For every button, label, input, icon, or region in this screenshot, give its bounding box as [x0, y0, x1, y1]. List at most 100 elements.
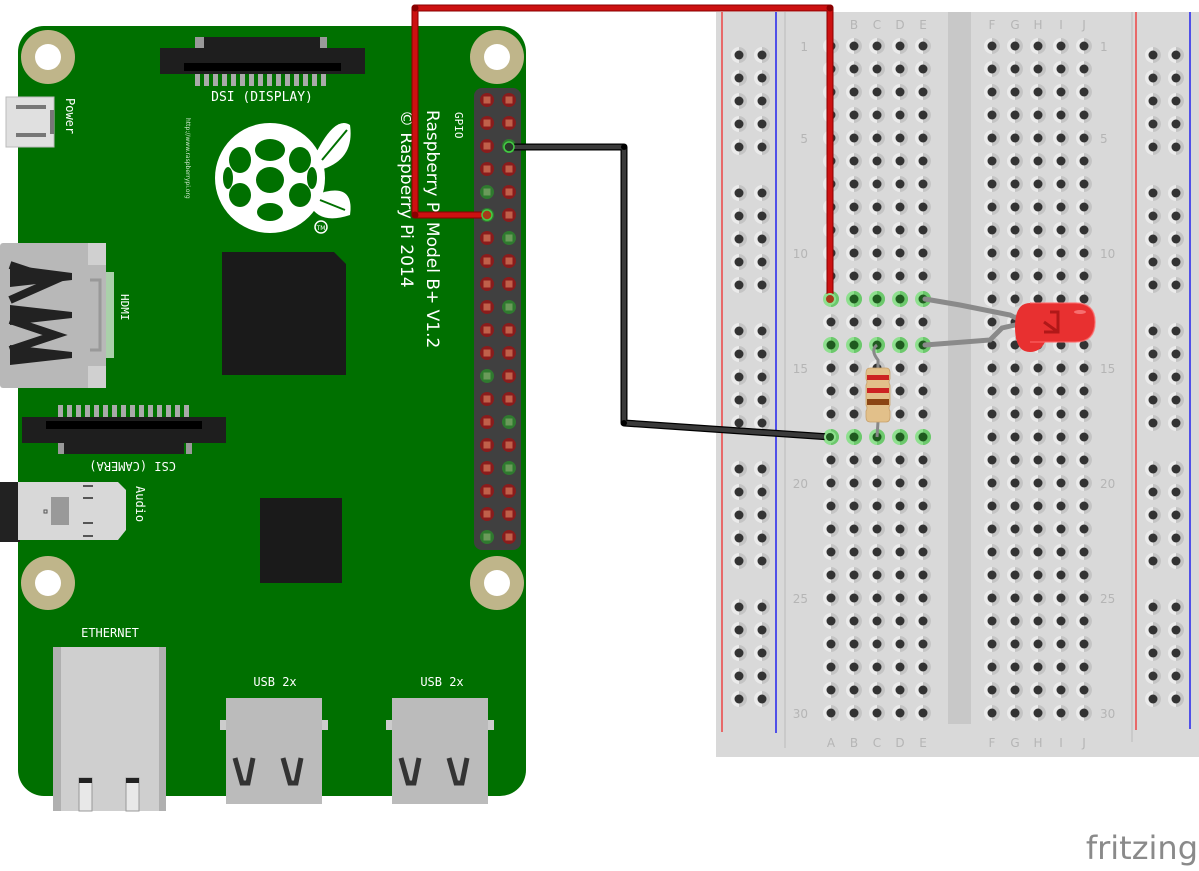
breadboard-hole[interactable]	[1007, 521, 1023, 537]
breadboard-hole[interactable]	[1007, 429, 1023, 445]
breadboard-hole[interactable]	[1076, 498, 1092, 514]
rail-hole[interactable]	[731, 139, 747, 155]
rail-hole[interactable]	[754, 254, 770, 270]
rail-hole[interactable]	[1168, 116, 1184, 132]
rail-hole[interactable]	[731, 231, 747, 247]
breadboard-hole[interactable]	[892, 222, 908, 238]
breadboard-hole[interactable]	[1053, 153, 1069, 169]
rail-hole[interactable]	[731, 599, 747, 615]
rail-hole[interactable]	[1168, 461, 1184, 477]
gpio-pin[interactable]	[502, 392, 516, 406]
breadboard-hole[interactable]	[1007, 199, 1023, 215]
rail-hole[interactable]	[1145, 185, 1161, 201]
breadboard-hole[interactable]	[869, 268, 885, 284]
breadboard-hole[interactable]	[1030, 521, 1046, 537]
breadboard-hole[interactable]	[1007, 107, 1023, 123]
breadboard-hole[interactable]	[984, 383, 1000, 399]
breadboard-hole[interactable]	[846, 590, 862, 606]
breadboard-hole[interactable]	[823, 406, 839, 422]
rail-hole[interactable]	[754, 70, 770, 86]
rail-hole[interactable]	[731, 208, 747, 224]
rail-hole[interactable]	[1168, 691, 1184, 707]
breadboard-hole[interactable]	[869, 590, 885, 606]
breadboard-hole[interactable]	[869, 682, 885, 698]
breadboard-hole[interactable]	[892, 291, 908, 307]
breadboard-hole[interactable]	[892, 153, 908, 169]
breadboard-hole[interactable]	[1030, 176, 1046, 192]
breadboard-hole[interactable]	[846, 38, 862, 54]
breadboard-hole[interactable]	[823, 521, 839, 537]
gpio-ground-pin[interactable]	[480, 369, 494, 383]
breadboard-hole[interactable]	[915, 429, 931, 445]
breadboard-hole[interactable]	[1007, 567, 1023, 583]
breadboard-hole[interactable]	[984, 268, 1000, 284]
breadboard-hole[interactable]	[1030, 268, 1046, 284]
breadboard-hole[interactable]	[984, 682, 1000, 698]
breadboard-hole[interactable]	[915, 452, 931, 468]
breadboard-hole[interactable]	[869, 107, 885, 123]
breadboard-hole[interactable]	[915, 84, 931, 100]
breadboard-hole[interactable]	[1076, 268, 1092, 284]
gpio-pin[interactable]	[480, 415, 494, 429]
breadboard-hole[interactable]	[846, 498, 862, 514]
rail-hole[interactable]	[754, 461, 770, 477]
breadboard-hole[interactable]	[1076, 38, 1092, 54]
breadboard-hole[interactable]	[915, 107, 931, 123]
breadboard-hole[interactable]	[846, 682, 862, 698]
breadboard-hole[interactable]	[892, 452, 908, 468]
breadboard-hole[interactable]	[1053, 452, 1069, 468]
breadboard-hole[interactable]	[1053, 199, 1069, 215]
gpio-pin[interactable]	[502, 185, 516, 199]
gpio-pin[interactable]	[480, 231, 494, 245]
breadboard-hole[interactable]	[1076, 176, 1092, 192]
breadboard-hole[interactable]	[1007, 452, 1023, 468]
breadboard-hole[interactable]	[984, 452, 1000, 468]
breadboard-hole[interactable]	[1007, 222, 1023, 238]
rail-hole[interactable]	[731, 93, 747, 109]
breadboard-hole[interactable]	[823, 659, 839, 675]
breadboard-hole[interactable]	[823, 613, 839, 629]
rail-hole[interactable]	[731, 369, 747, 385]
breadboard-hole[interactable]	[1076, 705, 1092, 721]
breadboard-hole[interactable]	[1053, 659, 1069, 675]
breadboard-hole[interactable]	[1007, 383, 1023, 399]
breadboard-hole[interactable]	[1030, 613, 1046, 629]
gpio-pin[interactable]	[480, 116, 494, 130]
breadboard-hole[interactable]	[892, 176, 908, 192]
breadboard-hole[interactable]	[892, 590, 908, 606]
breadboard-hole[interactable]	[1007, 38, 1023, 54]
breadboard-hole[interactable]	[1007, 360, 1023, 376]
breadboard-hole[interactable]	[915, 521, 931, 537]
rail-hole[interactable]	[731, 185, 747, 201]
gpio-pin[interactable]	[502, 507, 516, 521]
breadboard-hole[interactable]	[1076, 84, 1092, 100]
breadboard-hole[interactable]	[1030, 636, 1046, 652]
breadboard-hole[interactable]	[823, 452, 839, 468]
breadboard-hole[interactable]	[1076, 475, 1092, 491]
breadboard-hole[interactable]	[915, 38, 931, 54]
rail-hole[interactable]	[731, 461, 747, 477]
breadboard-hole[interactable]	[984, 544, 1000, 560]
breadboard-hole[interactable]	[869, 153, 885, 169]
red-led[interactable]	[922, 296, 1096, 352]
rail-hole[interactable]	[1168, 622, 1184, 638]
breadboard-hole[interactable]	[1030, 429, 1046, 445]
breadboard-hole[interactable]	[869, 659, 885, 675]
breadboard-hole[interactable]	[1030, 84, 1046, 100]
breadboard-hole[interactable]	[1053, 38, 1069, 54]
breadboard-hole[interactable]	[984, 521, 1000, 537]
breadboard-hole[interactable]	[1030, 245, 1046, 261]
rail-hole[interactable]	[1145, 599, 1161, 615]
breadboard-hole[interactable]	[984, 705, 1000, 721]
breadboard-hole[interactable]	[1076, 567, 1092, 583]
breadboard-hole[interactable]	[1007, 544, 1023, 560]
breadboard-hole[interactable]	[1076, 590, 1092, 606]
breadboard-hole[interactable]	[1053, 176, 1069, 192]
gpio-ground-pin[interactable]	[502, 300, 516, 314]
breadboard-hole[interactable]	[892, 245, 908, 261]
breadboard-hole[interactable]	[984, 659, 1000, 675]
breadboard-hole[interactable]	[869, 245, 885, 261]
breadboard-hole[interactable]	[1053, 360, 1069, 376]
rail-hole[interactable]	[1168, 277, 1184, 293]
breadboard-hole[interactable]	[984, 337, 1000, 353]
